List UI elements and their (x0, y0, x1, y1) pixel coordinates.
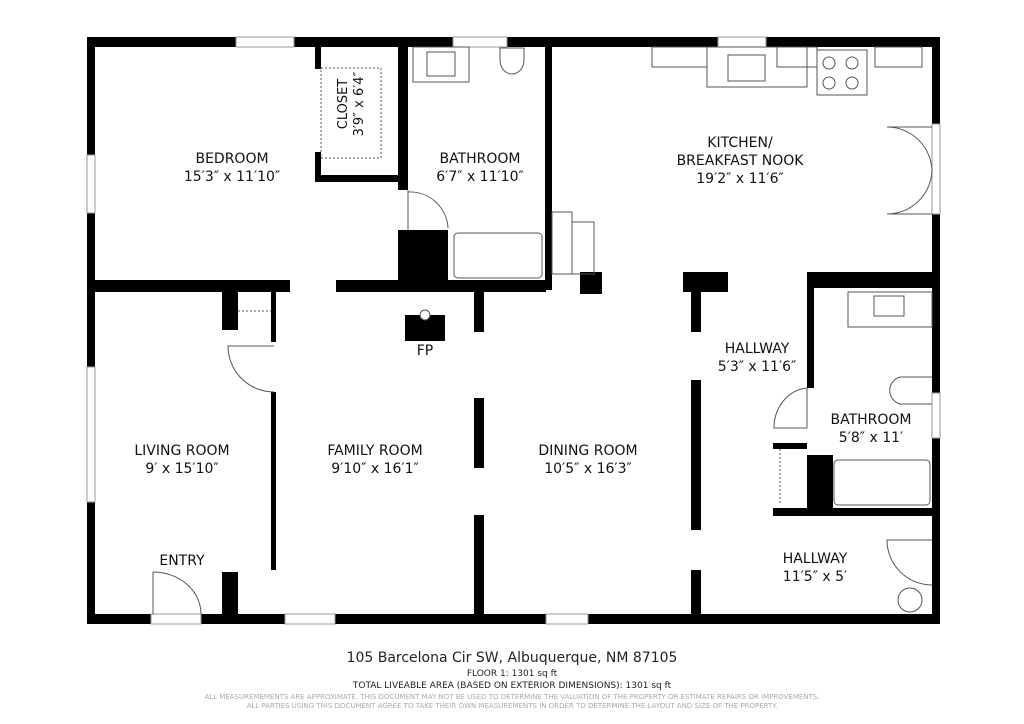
room-label-kitchen: KITCHEN/ BREAKFAST NOOK 19′2″ x 11′6″ (677, 134, 804, 188)
walls (87, 37, 940, 624)
room-dims: 9′10″ x 16′1″ (331, 461, 419, 477)
room-label-dining-room: DINING ROOM 10′5″ x 16′3″ (538, 442, 637, 478)
room-label-bathroom-1: BATHROOM 6′7″ x 11′10″ (436, 150, 523, 186)
room-name: BATHROOM (830, 412, 912, 428)
room-dims: 5′8″ x 11′ (838, 430, 904, 446)
room-dims: 5′3″ x 11′6″ (717, 359, 797, 375)
room-dims: 15′3″ x 11′10″ (183, 169, 281, 185)
room-name: BATHROOM (439, 151, 521, 167)
property-address: 105 Barcelona Cir SW, Albuquerque, NM 87… (346, 650, 678, 666)
room-name: ENTRY (159, 553, 205, 569)
room-name: LIVING ROOM (134, 443, 230, 459)
room-label-living-room: LIVING ROOM 9′ x 15′10″ (134, 442, 229, 478)
room-label-bedroom: BEDROOM 15′3″ x 11′10″ (184, 150, 280, 186)
room-name: KITCHEN/ (707, 135, 773, 151)
room-dims: 6′7″ x 11′10″ (436, 169, 524, 185)
floor-plan (86, 36, 941, 625)
room-dims: 19′2″ x 11′6″ (696, 171, 784, 187)
room-dims: 11′5″ x 5′ (782, 569, 848, 585)
floor-area: FLOOR 1: 1301 sq ft (466, 669, 558, 679)
fixtures (152, 46, 933, 615)
room-dims: 10′5″ x 16′3″ (544, 461, 632, 477)
room-label-entry: ENTRY (159, 552, 204, 570)
room-label-bathroom-2: BATHROOM 5′8″ x 11′ (830, 411, 911, 447)
room-name: BEDROOM (195, 151, 269, 167)
room-label-hallway-1: HALLWAY 5′3″ x 11′6″ (718, 340, 797, 376)
room-name: HALLWAY (724, 341, 790, 357)
room-label-family-room: FAMILY ROOM 9′10″ x 16′1″ (327, 442, 422, 478)
room-name: DINING ROOM (538, 443, 638, 459)
total-area: TOTAL LIVEABLE AREA (BASED ON EXTERIOR D… (352, 681, 672, 691)
room-name-line2: BREAKFAST NOOK (676, 153, 804, 169)
room-dims: 3′9″ x 6′4″ (352, 71, 367, 137)
room-name: CLOSET (336, 78, 351, 130)
room-name: HALLWAY (782, 551, 848, 567)
disclaimer-line-1: ALL MEASUREMEMENTS ARE APPROXIMATE. THIS… (204, 693, 820, 701)
room-label-closet: CLOSET 3′9″ x 6′4″ (336, 72, 368, 137)
windows (86, 36, 941, 625)
room-label-hallway-2: HALLWAY 11′5″ x 5′ (783, 550, 848, 586)
fireplace-label: FP (416, 343, 434, 359)
room-dims: 9′ x 15′10″ (145, 461, 219, 477)
disclaimer-line-2: ALL PARTIES USING THIS DOCUMENT AGREE TO… (246, 702, 778, 710)
room-name: FAMILY ROOM (327, 443, 423, 459)
